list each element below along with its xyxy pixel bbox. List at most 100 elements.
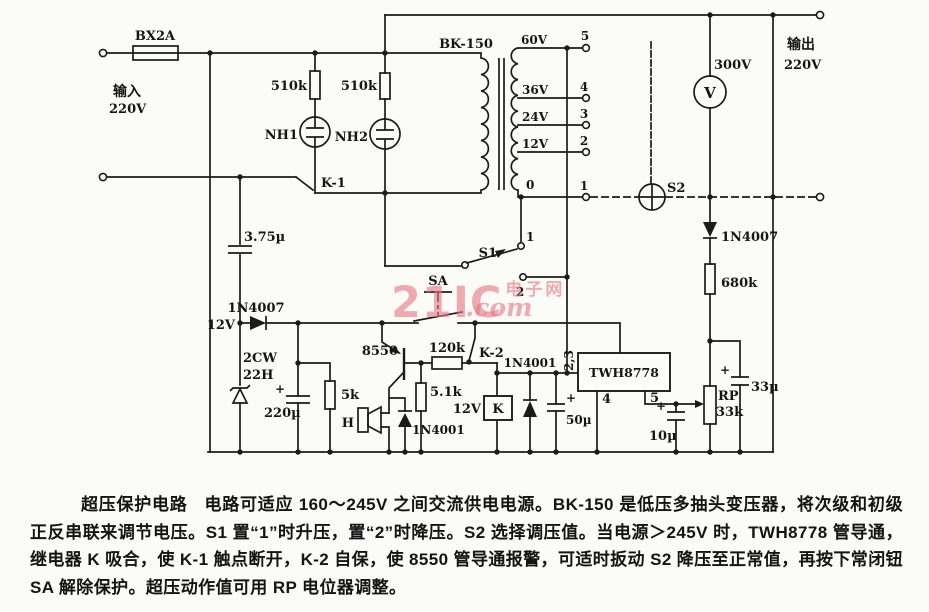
input-label: 输入 bbox=[113, 83, 141, 100]
capacitor-10u bbox=[667, 411, 685, 421]
potentiometer-value-label: 33k bbox=[716, 405, 744, 420]
zener-value-label: 22H bbox=[243, 368, 273, 383]
capacitor-50u bbox=[547, 403, 565, 412]
diode-1n4001-relay-label: 1N4001 bbox=[504, 356, 557, 370]
relay-voltage-label: 12V bbox=[453, 402, 482, 417]
nh2-label: NH2 bbox=[335, 130, 368, 145]
ic-pin23-label: 2,3 bbox=[562, 350, 576, 371]
ic-twh8778 bbox=[577, 352, 671, 392]
relay-coil-k bbox=[483, 395, 513, 421]
pushbutton-sa bbox=[413, 291, 463, 322]
switch-s1 bbox=[460, 242, 527, 281]
resistor-120k bbox=[431, 356, 463, 370]
caption-body: 电路可适应 160～245V 之间交流供电电源。BK-150 是低压多抽头变压器… bbox=[30, 495, 903, 598]
resistor-510k-1-label: 510k bbox=[271, 79, 308, 94]
k1-contact-label: K-1 bbox=[321, 176, 346, 191]
resistor-510k-2 bbox=[379, 72, 391, 100]
junction-dots bbox=[207, 12, 776, 455]
meter-symbol: V bbox=[703, 84, 716, 102]
fuse-symbol bbox=[132, 45, 179, 61]
diode-1n4007-right bbox=[703, 222, 717, 239]
tap-60v-label: 60V bbox=[521, 33, 548, 47]
capacitor-3u75 bbox=[228, 245, 252, 254]
terminal-3-label: 3 bbox=[580, 107, 588, 121]
zener-type-label: 2CW bbox=[243, 351, 277, 366]
capacitor-50u-label: 50µ bbox=[566, 413, 592, 427]
neon-lamp-nh2-icon bbox=[369, 118, 401, 150]
resistor-680k-label: 680k bbox=[721, 276, 758, 291]
neon-lamp-nh1-icon bbox=[299, 116, 331, 148]
meter-range-label: 300V bbox=[714, 58, 752, 73]
resistor-120k-label: 120k bbox=[429, 341, 466, 356]
resistor-5k bbox=[324, 380, 336, 410]
output-label: 输出 bbox=[787, 36, 815, 53]
transformer-label: BK-150 bbox=[439, 37, 493, 52]
circuit-diagram: BX2A 输入 220V 输出 220V 510k 510k NH1 NH2 K… bbox=[98, 10, 825, 455]
tap-24v-label: 24V bbox=[522, 110, 549, 124]
tap-0-label: 0 bbox=[526, 178, 534, 192]
buzzer-label: H bbox=[342, 416, 354, 431]
selector-s2-icon bbox=[638, 183, 666, 211]
s1-pos1-label: 1 bbox=[526, 230, 534, 244]
voltmeter-icon bbox=[693, 75, 727, 109]
resistor-510k-2-label: 510k bbox=[341, 79, 378, 94]
potentiometer-rp bbox=[695, 385, 717, 425]
k2-contact-label: K-2 bbox=[479, 346, 504, 361]
terminals bbox=[98, 10, 825, 202]
capacitor-10u-label: 10µ bbox=[649, 429, 677, 444]
rail-12v-label: 12V bbox=[207, 318, 236, 333]
nh1-label: NH1 bbox=[265, 128, 298, 143]
watermark-brand: 21IC bbox=[391, 278, 503, 328]
tap-36v-label: 36V bbox=[522, 83, 549, 97]
input-voltage: 220V bbox=[109, 102, 147, 117]
relay-k-label: K bbox=[492, 402, 504, 417]
resistor-5k1 bbox=[415, 382, 427, 412]
transistor-8550-label: 8550 bbox=[362, 344, 398, 359]
resistor-5k1-label: 5.1k bbox=[430, 385, 463, 400]
wires bbox=[106, 14, 817, 453]
capacitor-3u75-label: 3.75µ bbox=[244, 230, 286, 245]
sa-label: SA bbox=[428, 274, 448, 289]
capacitor-33u bbox=[731, 376, 749, 386]
capacitor-220u bbox=[286, 395, 310, 404]
diode-1n4007-left-label: 1N4007 bbox=[227, 301, 284, 316]
terminal-4-label: 4 bbox=[580, 80, 588, 94]
diode-1n4001-buzzer-label: 1N4001 bbox=[412, 423, 465, 437]
transformer-symbol bbox=[480, 47, 519, 193]
plus-50u: + bbox=[566, 391, 576, 405]
transistor-8550 bbox=[391, 346, 406, 380]
plus-33u: + bbox=[720, 363, 730, 377]
tap-12v-label: 12V bbox=[522, 137, 549, 151]
capacitor-33u-label: 33µ bbox=[751, 380, 779, 395]
ic-pin4-label: 4 bbox=[602, 392, 611, 407]
s2-label: S2 bbox=[667, 181, 685, 196]
diode-1n4007-left bbox=[250, 316, 267, 330]
s1-pos2-label: 2 bbox=[516, 285, 524, 299]
output-voltage: 220V bbox=[784, 58, 822, 73]
ic-pin5-label: 5 bbox=[650, 391, 659, 406]
terminal-2-label: 2 bbox=[580, 134, 588, 148]
ic-twh8778-label: TWH8778 bbox=[589, 365, 659, 380]
terminal-1-label: 1 bbox=[580, 179, 588, 193]
diode-1n4001-relay bbox=[523, 399, 537, 417]
labels: BX2A 输入 220V 输出 220V 510k 510k NH1 NH2 K… bbox=[109, 29, 822, 444]
buzzer-h-icon bbox=[357, 405, 382, 435]
watermark-com: .com bbox=[465, 293, 533, 322]
s1-label: S1 bbox=[479, 246, 497, 261]
watermark-cn: 电子网 bbox=[505, 280, 566, 300]
resistor-5k-label: 5k bbox=[341, 388, 360, 403]
resistor-680k bbox=[704, 263, 716, 295]
diode-1n4001-buzzer bbox=[398, 410, 412, 427]
terminal-5-label: 5 bbox=[581, 29, 589, 43]
diode-1n4007-right-label: 1N4007 bbox=[721, 230, 778, 245]
resistor-510k-1 bbox=[309, 70, 321, 100]
caption-title: 超压保护电路 bbox=[81, 495, 188, 514]
plus-220u: + bbox=[275, 382, 285, 396]
fuse-label: BX2A bbox=[135, 29, 176, 44]
potentiometer-rp-label: RP bbox=[718, 389, 739, 404]
capacitor-220u-label: 220µ bbox=[264, 406, 301, 421]
caption: 超压保护电路电路可适应 160～245V 之间交流供电电源。BK-150 是低压… bbox=[30, 491, 903, 602]
plus-10u: + bbox=[656, 399, 666, 413]
